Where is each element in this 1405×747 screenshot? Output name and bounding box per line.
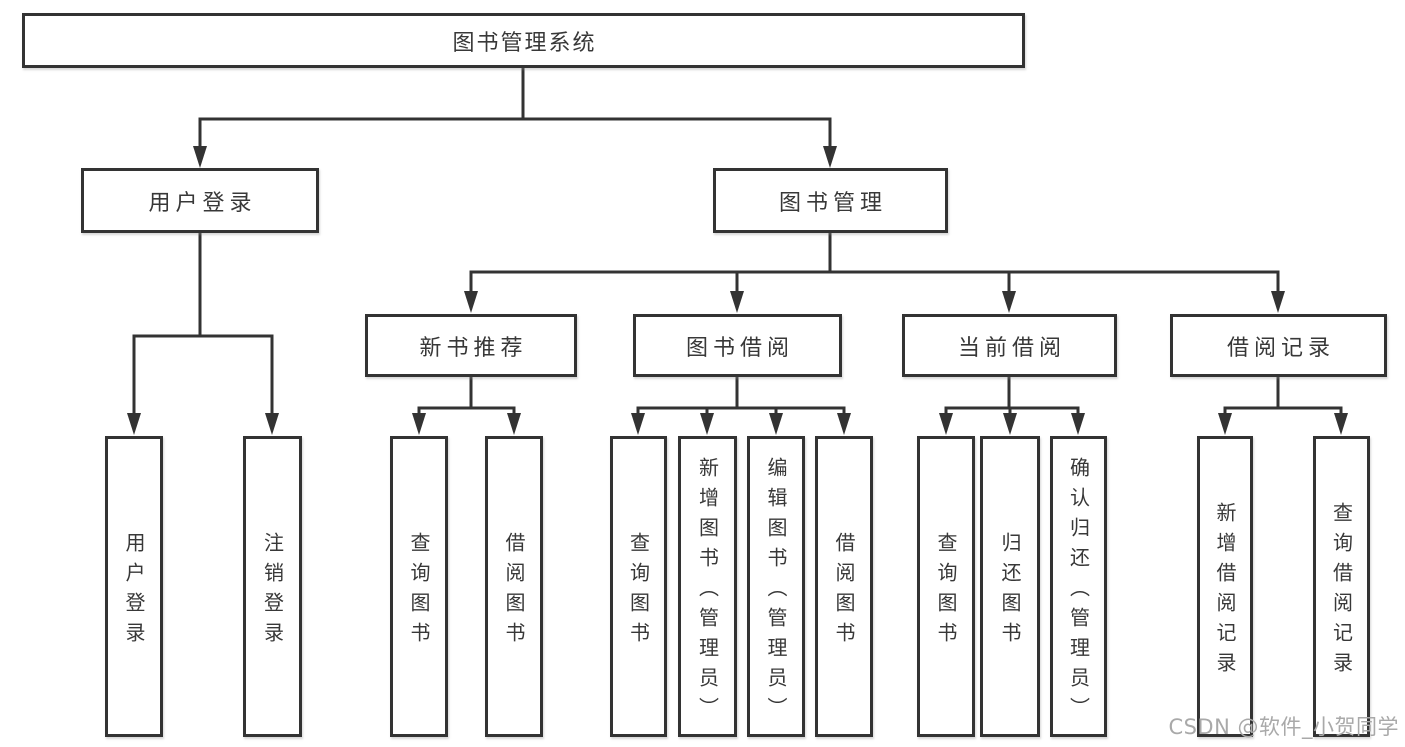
leaf-label: 新增借阅记录 <box>1213 501 1237 682</box>
leaf-logout: 注销登录 <box>243 436 302 737</box>
leaf-label: 查询图书 <box>934 531 958 652</box>
arrowhead <box>1334 413 1348 435</box>
leaf-user-login: 用户登录 <box>105 436 163 737</box>
leaf-add-borrowing-record: 新增借阅记录 <box>1197 436 1253 737</box>
arrowhead <box>1003 413 1017 435</box>
arrowheads <box>127 146 1348 435</box>
leaf-label: 归还图书 <box>998 531 1022 652</box>
connector-current-borrowing-to-children <box>944 375 1080 417</box>
node-new-book-recommendation: 新书推荐 <box>365 314 577 377</box>
arrowhead <box>769 413 783 435</box>
arrowhead <box>265 413 279 435</box>
leaf-label: 查询借阅记录 <box>1329 501 1354 682</box>
arrowhead <box>823 146 837 168</box>
node-book-management: 图书管理 <box>713 168 948 233</box>
arrowhead <box>193 146 207 168</box>
watermark: CSDN @软件_小贺同学 <box>1168 715 1399 739</box>
leaf-label: 查询图书 <box>626 531 651 652</box>
leaf-label: 查询图书 <box>407 531 431 652</box>
connector-borrow-records-to-children <box>1223 375 1343 417</box>
leaf-borrow-books-borrowing: 借阅图书 <box>815 436 873 737</box>
leaf-query-books-recommendation: 查询图书 <box>390 436 448 737</box>
arrowhead <box>1271 291 1285 313</box>
node-current-borrowing: 当前借阅 <box>902 314 1117 377</box>
connector-user-login-to-children <box>132 231 274 417</box>
arrowhead <box>631 413 645 435</box>
arrowhead <box>412 413 426 435</box>
leaf-label: 编辑图书（管理员） <box>764 456 788 727</box>
arrowhead <box>1002 291 1016 313</box>
node-borrowing-records: 借阅记录 <box>1170 314 1387 377</box>
connector-root-to-level2 <box>198 66 832 150</box>
leaf-add-books-admin: 新增图书（管理员） <box>678 436 737 737</box>
leaf-return-books: 归还图书 <box>980 436 1040 737</box>
leaf-confirm-return-admin: 确认归还（管理员） <box>1050 436 1107 737</box>
node-library-management-system: 图书管理系统 <box>22 13 1025 68</box>
leaf-label: 借阅图书 <box>832 531 856 652</box>
leaf-borrow-books-recommendation: 借阅图书 <box>485 436 543 737</box>
leaf-label: 借阅图书 <box>502 531 526 652</box>
arrowhead <box>507 413 521 435</box>
connector-book-management-to-level3 <box>469 231 1280 295</box>
leaf-query-books-borrowing: 查询图书 <box>610 436 667 737</box>
leaf-query-borrowing-record: 查询借阅记录 <box>1313 436 1370 737</box>
leaf-label: 新增图书（管理员） <box>695 456 720 727</box>
leaf-edit-books-admin: 编辑图书（管理员） <box>747 436 805 737</box>
arrowhead <box>700 413 714 435</box>
leaf-label: 确认归还（管理员） <box>1066 456 1091 727</box>
leaf-label: 注销登录 <box>260 531 285 652</box>
arrowhead <box>1071 413 1085 435</box>
arrowhead <box>127 413 141 435</box>
node-book-borrowing: 图书借阅 <box>633 314 842 377</box>
arrowhead <box>837 413 851 435</box>
arrowhead <box>1218 413 1232 435</box>
arrowhead <box>730 291 744 313</box>
connector-book-borrowing-to-children <box>636 375 846 417</box>
connector-new-book-rec-to-children <box>417 375 516 417</box>
leaf-query-books-current: 查询图书 <box>917 436 975 737</box>
node-user-login: 用户登录 <box>81 168 319 233</box>
arrowhead <box>939 413 953 435</box>
leaf-label: 用户登录 <box>122 531 146 652</box>
arrowhead <box>464 291 478 313</box>
